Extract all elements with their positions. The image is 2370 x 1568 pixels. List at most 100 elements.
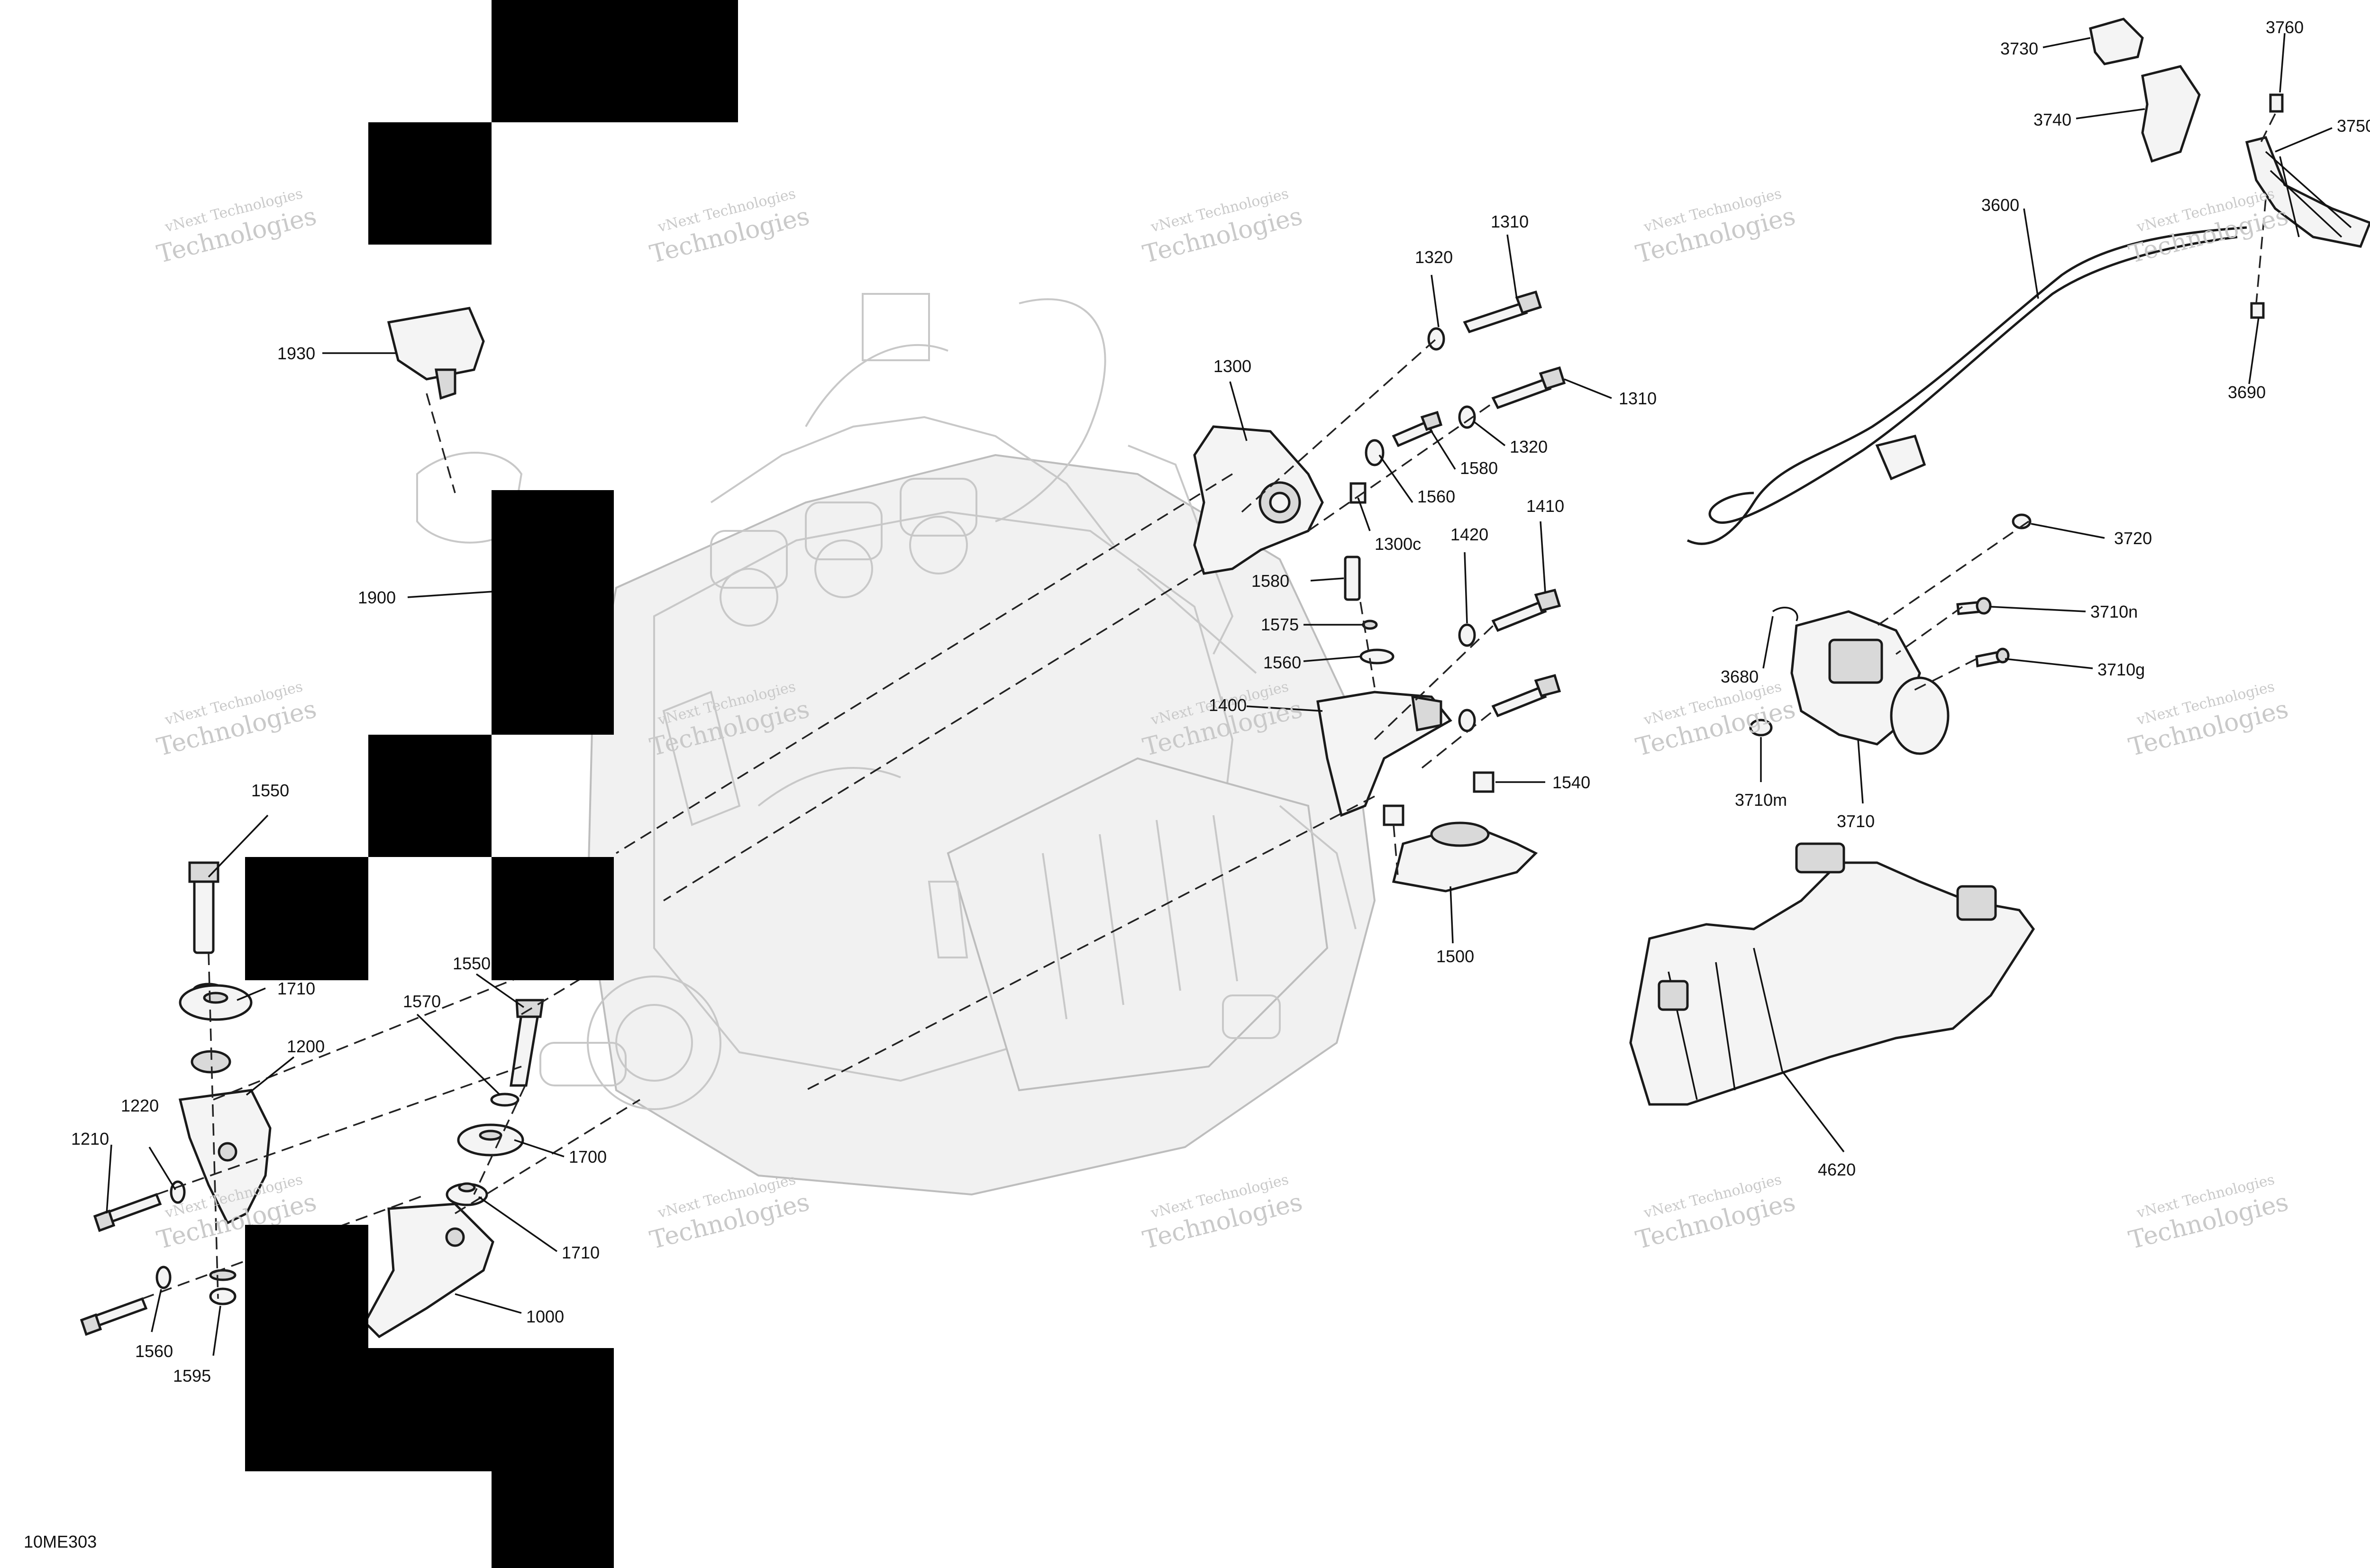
part-3750-pedal [2245, 136, 2370, 248]
part-3720-screw [2012, 513, 2032, 529]
part-1410-bolt [1491, 588, 1561, 632]
callout-3730: 3730 [2000, 39, 2038, 58]
part-1540-nut-a [1383, 804, 1404, 826]
part-1500-mount-pad [1392, 821, 1538, 893]
callout-3760: 3760 [2266, 18, 2304, 37]
part-1700-damper [457, 1123, 524, 1157]
engine-assembly-ghost [539, 293, 1376, 1196]
part-1550-bolt-left [188, 861, 219, 954]
part-1595-nut [209, 1269, 237, 1305]
callout-3710: 3710 [1837, 811, 1875, 831]
part-1400-bracket [1316, 691, 1452, 817]
redaction-block [492, 1348, 614, 1568]
part-3710g-screw [1975, 647, 2010, 667]
callout-1595: 1595 [173, 1366, 211, 1386]
part-3740-bracket [2141, 65, 2201, 163]
part-1560-washer-mid [1359, 648, 1395, 665]
part-bolt-1400 [1491, 674, 1561, 718]
part-3710-actuator [1790, 610, 1950, 755]
callout-1410: 1410 [1526, 496, 1564, 516]
redaction-block [368, 735, 492, 857]
callout-1580: 1580 [1251, 571, 1289, 591]
callout-1000: 1000 [526, 1307, 564, 1326]
part-1560-washer-right [1365, 439, 1385, 466]
callout-1200: 1200 [287, 1037, 325, 1056]
redaction-block [245, 1225, 368, 1471]
callout-1570: 1570 [403, 992, 441, 1011]
part-bolt-lower-left [80, 1297, 148, 1336]
part-3760-screw [2269, 93, 2284, 113]
part-1710-damper-left [179, 984, 253, 1021]
part-1560-washer-lower [155, 1266, 172, 1289]
callout-1420: 1420 [1450, 525, 1488, 544]
callout-1300c: 1300c [1375, 534, 1421, 554]
part-1200-bracket-left [178, 1050, 272, 1225]
callout-1560: 1560 [1417, 487, 1455, 506]
part-4620-ecu-bracket [1629, 842, 2035, 1106]
callout-1930: 1930 [277, 344, 315, 363]
callout-1320: 1320 [1415, 247, 1453, 267]
redaction-block [492, 0, 738, 122]
part-1540-nut-b [1473, 771, 1495, 793]
callout-1560: 1560 [135, 1341, 173, 1361]
part-1575-clip [1362, 620, 1378, 630]
part-3730-clip [2089, 18, 2144, 65]
part-1000-bracket [363, 1203, 494, 1339]
part-1710-damper-center [446, 1182, 488, 1206]
redaction-block [492, 490, 614, 735]
callout-3710g: 3710g [2097, 660, 2145, 679]
callout-labels: 1930 1900 1550 1710 1200 1220 1210 1560 … [24, 18, 2370, 1551]
callout-1400: 1400 [1209, 695, 1247, 715]
part-3690-clip [2250, 302, 2265, 319]
redaction-block [368, 1348, 492, 1471]
callout-1700: 1700 [569, 1147, 607, 1167]
callout-4620: 4620 [1818, 1160, 1856, 1179]
callout-1500: 1500 [1436, 947, 1474, 966]
callout-3740: 3740 [2033, 110, 2071, 129]
callout-1550: 1550 [453, 954, 491, 973]
callout-3710m: 3710m [1735, 790, 1787, 810]
part-1300c-screw [1349, 482, 1367, 504]
figure-code: 10ME303 [24, 1532, 97, 1551]
callout-1310: 1310 [1491, 212, 1529, 231]
callout-3680: 3680 [1721, 667, 1759, 686]
callout-1900: 1900 [358, 588, 396, 607]
part-1210-bolt [93, 1193, 162, 1232]
callout-3750: 3750 [2337, 116, 2370, 136]
part-3600-cable [1686, 226, 2247, 545]
callout-1560: 1560 [1263, 653, 1301, 672]
part-1310-bolt-right [1491, 366, 1566, 410]
part-1580-bolt-upper [1392, 410, 1443, 447]
callout-1320: 1320 [1510, 437, 1548, 456]
callout-1575: 1575 [1261, 615, 1299, 634]
part-1300-mount-housing [1193, 425, 1324, 575]
callout-3600: 3600 [1981, 195, 2019, 215]
callout-3720: 3720 [2114, 529, 2152, 548]
callout-1550: 1550 [251, 781, 289, 800]
callout-leader-lines [106, 33, 2333, 1356]
callout-1220: 1220 [121, 1096, 159, 1115]
part-1550-bolt-center [510, 999, 544, 1087]
redaction-block [368, 122, 492, 245]
redaction-blocks [245, 0, 738, 1568]
redaction-block [492, 857, 614, 980]
callout-1210: 1210 [71, 1129, 109, 1149]
callout-1580: 1580 [1460, 458, 1498, 478]
callout-1540: 1540 [1552, 773, 1590, 792]
callout-1710: 1710 [277, 979, 315, 998]
part-1570-washer [490, 1093, 520, 1107]
callout-1300: 1300 [1213, 356, 1251, 376]
part-1320-washer-upper [1427, 327, 1445, 351]
callout-3710n: 3710n [2090, 602, 2138, 621]
part-3710n-screw [1956, 597, 1992, 615]
part-3710m-screw [1749, 719, 1773, 737]
part-3680-clip [1772, 606, 1798, 621]
part-1320-washer-right [1458, 405, 1476, 429]
assembly-dashed-lines [142, 113, 2276, 1300]
part-1930-connector-bracket [387, 307, 485, 400]
part-1580-bolt-vertical [1344, 556, 1361, 601]
callout-3690: 3690 [2228, 383, 2266, 402]
callout-1310: 1310 [1619, 389, 1657, 408]
part-1310-bolt-upper [1463, 290, 1542, 334]
